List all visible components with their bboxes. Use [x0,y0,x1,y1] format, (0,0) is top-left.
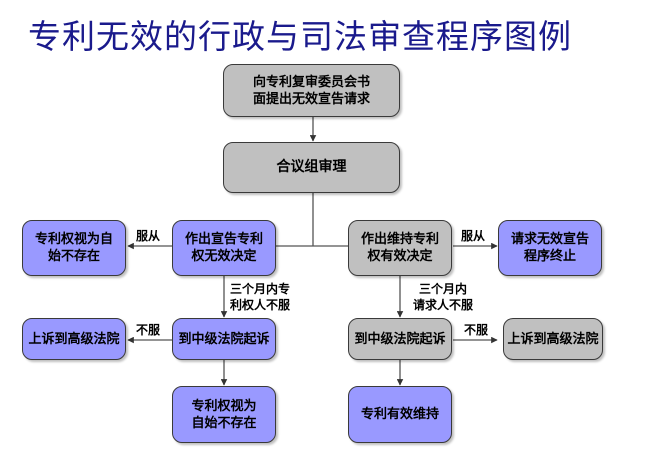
label-comply-right: 服从 [461,229,486,243]
node-request-line2: 面提出无效宣告请求 [252,91,370,107]
node-right-high-court-label: 上诉到高级法院 [507,331,599,347]
node-left-high-court: 上诉到高级法院 [22,318,126,360]
node-collegial-review: 合议组审理 [223,142,400,193]
label-patentee-appeal: 三个月内专 利权人不服 [230,281,290,313]
node-void-bottom-line2: 自始不存在 [191,415,257,431]
label-requester-appeal-line1: 三个月内 [419,282,468,296]
node-left-intermediate-court: 到中级法院起诉 [172,318,276,360]
node-right-intermediate-court-label: 到中级法院起诉 [354,331,446,347]
node-terminated-line1: 请求无效宣告 [510,232,589,247]
page-title: 专利无效的行政与司法审查程序图例 [28,17,572,56]
node-procedure-terminated: 请求无效宣告 程序终止 [498,220,602,276]
node-right-high-court: 上诉到高级法院 [503,318,603,360]
node-valid-decision-line1: 作出维持专利 [360,232,439,247]
node-void-left-line1: 专利权视为自 [34,232,113,247]
label-requester-appeal: 三个月内 请求人不服 [413,281,473,313]
node-void-left-line2: 始不存在 [47,249,100,264]
node-patent-upheld-label: 专利有效维持 [360,407,439,422]
node-invalid-decision-line2: 权无效决定 [191,249,257,264]
label-disagree-left: 不服 [136,323,161,337]
label-disagree-right: 不服 [464,323,489,337]
node-collegial-review-label: 合议组审理 [276,159,347,175]
node-request-line1: 向专利复审委员会书 [252,74,370,90]
label-comply-left: 服从 [136,229,161,243]
node-void-bottom-line1: 专利权视为 [191,398,257,414]
node-valid-decision-line2: 权有效决定 [367,249,433,264]
node-left-intermediate-court-label: 到中级法院起诉 [178,331,270,347]
label-patentee-appeal-line1: 三个月内专 [230,282,291,296]
node-terminated-line2: 程序终止 [523,249,576,264]
node-void-ab-initio-bottom: 专利权视为 自始不存在 [172,386,276,443]
label-requester-appeal-line2: 请求人不服 [413,298,474,312]
label-patentee-appeal-line2: 利权人不服 [230,298,291,312]
node-invalid-decision-line1: 作出宣告专利 [184,232,263,247]
node-patent-upheld: 专利有效维持 [348,386,452,443]
node-void-ab-initio-left: 专利权视为自 始不存在 [22,220,126,276]
node-request: 向专利复审委员会书 面提出无效宣告请求 [223,64,400,117]
node-invalid-decision: 作出宣告专利 权无效决定 [172,220,276,276]
node-right-intermediate-court: 到中级法院起诉 [348,318,452,360]
node-left-high-court-label: 上诉到高级法院 [28,331,120,347]
node-valid-decision: 作出维持专利 权有效决定 [348,220,452,276]
